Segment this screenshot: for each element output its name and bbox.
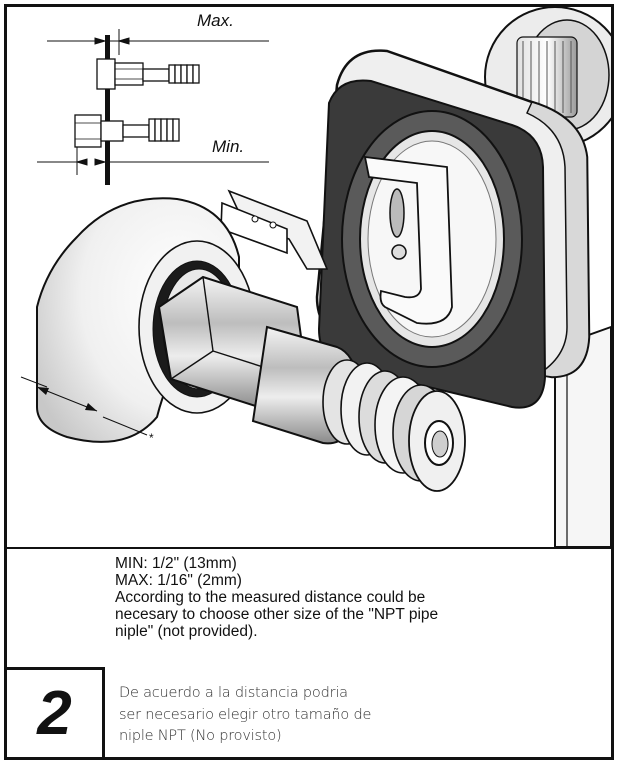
max-label: Max. <box>197 11 234 30</box>
instructions-english: MIN: 1/2" (13mm) MAX: 1/16" (2mm) Accord… <box>115 555 595 640</box>
instruction-line: According to the measured distance could… <box>115 589 426 606</box>
section-divider <box>7 547 611 549</box>
instructions-panel: MIN: 1/2" (13mm) MAX: 1/16" (2mm) Accord… <box>7 549 611 757</box>
pipe-nipple <box>157 275 466 492</box>
assembly-drawing <box>20 6 617 548</box>
depth-dimension <box>20 376 148 436</box>
instruction-line: necesary to choose other size of the "NP… <box>115 606 439 623</box>
asterisk-label: * <box>149 431 154 445</box>
instruction-line: MIN: 1/2" (13mm) <box>115 555 237 572</box>
technical-illustration: Max. Min. * <box>7 6 617 548</box>
instruction-line: MAX: 1/16" (2mm) <box>115 572 242 589</box>
step-number: 2 <box>37 678 72 748</box>
inset-diagram <box>37 29 269 185</box>
instruction-line-es: ser necesario elegir otro tamaño de <box>119 706 372 723</box>
reel-housing <box>220 6 617 548</box>
instruction-line: niple" (not provided). <box>115 623 258 640</box>
instructions-spanish: De acuerdo a la distancia podria ser nec… <box>119 683 539 748</box>
instruction-line-es: niple NPT (No provisto) <box>119 728 282 744</box>
min-label: Min. <box>212 137 245 156</box>
page-frame: Max. Min. * MIN: 1/2" (13mm) MAX: 1/16" … <box>4 4 617 760</box>
step-number-box: 2 <box>7 667 105 757</box>
instruction-line-es: De acuerdo a la distancia podria <box>119 685 348 701</box>
